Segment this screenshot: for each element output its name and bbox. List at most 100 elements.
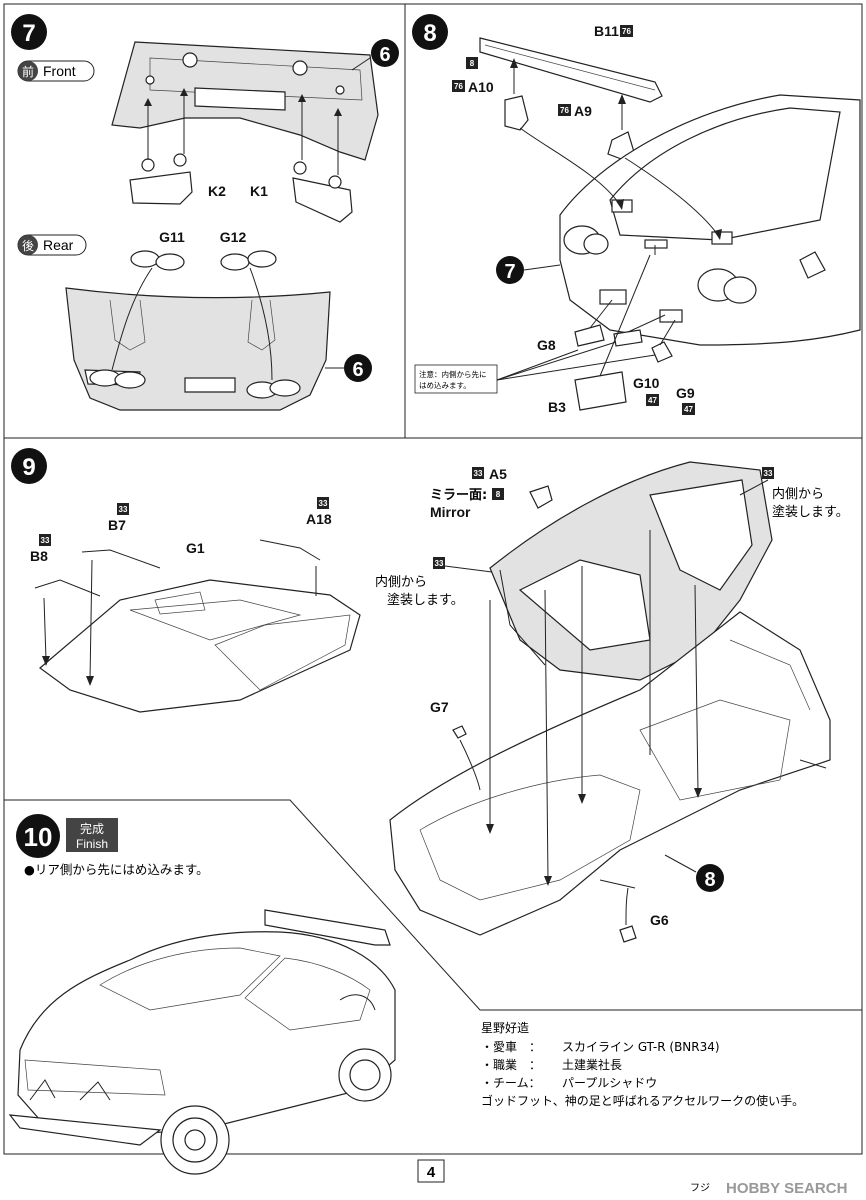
part-g6 [619,925,637,943]
profile-line4: ゴッドフット、神の足と呼ばれるアクセルワークの使い手。 [481,1093,804,1108]
step-7-number: 7 [22,20,35,47]
note-line-2: はめ込みます。 [419,381,471,390]
profile-line1-value: スカイライン GT-R (BNR34) [562,1040,720,1054]
car-rear-view [559,94,861,346]
page-border [3,3,863,1155]
finish-en: Finish [76,837,108,851]
part-lower-body-8 [389,611,831,936]
label-a9: A9 [574,103,592,119]
step-8-ref-7: 7 [504,261,515,283]
part-a5 [529,485,553,509]
label-g12: G12 [220,229,247,245]
svg-text:33: 33 [474,469,483,478]
part-a18 [259,539,321,561]
label-b7: B7 [108,517,126,533]
part-g9 [651,341,673,363]
page-number: 4 [427,1164,436,1181]
label-k1: K1 [250,183,268,199]
part-b8 [34,579,101,597]
interior-panel [489,461,773,681]
label-b3: B3 [548,399,566,415]
label-b8: B8 [30,548,48,564]
front-kanji: 前 [22,64,34,79]
svg-text:47: 47 [684,405,693,414]
svg-text:33: 33 [435,559,444,568]
label-b11: B11 [594,23,619,39]
part-g1-body-shell [39,579,361,713]
inner-left-line1: 内側から [375,574,427,590]
finish-badge [66,818,118,852]
step-10-number: 10 [24,822,53,852]
svg-text:33: 33 [764,469,773,478]
profile-line2-label: ・職業 ： [481,1058,541,1072]
part-a10 [504,95,529,131]
rear-label: Rear [43,237,74,253]
inner-right-line2: 塗装します。 [772,504,849,520]
profile-line3-value: パープルシャドウ [562,1076,657,1090]
divider-step10 [4,799,862,1011]
step-8: 8 B11 76 8 76 A10 76 A9 [412,14,861,415]
step-9-number: 9 [22,454,35,481]
color-b11-small: 8 [470,59,475,68]
finish-jp: 完成 [80,821,104,836]
svg-text:47: 47 [648,396,657,405]
inner-right-line1: 内側から [772,486,824,502]
part-k2 [129,153,193,205]
step-10: 10 完成 Finish ●リア側から先にはめ込みます。 [8,814,396,1175]
finish-instruction: ●リア側から先にはめ込みます。 [24,862,209,877]
profile-line2-value: 土建業社長 [562,1057,622,1072]
footer-left-text: フジ [690,1183,710,1194]
rear-tag: 後 Rear [17,234,87,256]
part-g8 [574,324,605,347]
label-a18: A18 [306,511,332,527]
trunk-lid-rear [65,287,331,411]
part-k1 [292,161,353,223]
svg-text:33: 33 [119,505,128,514]
color-b11: 76 [622,27,631,36]
watermark: HOBBY SEARCH [726,1180,847,1197]
step-8-number: 8 [423,20,436,47]
svg-text:76: 76 [560,106,569,115]
step-7-badge [11,14,47,50]
step-7: 7 前 Front 6 6 [11,14,399,411]
svg-text:8: 8 [496,490,501,499]
svg-text:33: 33 [41,536,50,545]
completed-car [8,909,396,1175]
character-profile: 星野好造 ・愛車 ： スカイライン GT-R (BNR34) ・職業 ： 土建業… [481,1021,804,1108]
part-b11-spoiler [479,37,663,103]
mirror-jp: ミラー面: [430,488,487,503]
profile-name: 星野好造 [481,1021,529,1035]
step-9-ref-8: 8 [704,869,715,891]
front-label: Front [43,63,76,79]
step-9: 9 33 B8 33 B7 33 A18 G1 33 A5 ミラー面: 8 Mi… [11,448,849,943]
rear-kanji: 後 [22,239,34,253]
front-tag: 前 Front [17,60,95,82]
label-a10: A10 [468,79,494,95]
step-8-note: 注意：内側から先に はめ込みます。 [414,364,498,394]
trunk-lid-front [111,41,379,161]
label-g1: G1 [186,540,205,556]
profile-line3-label: ・チーム： [481,1076,541,1090]
footer: 4 フジ HOBBY SEARCH [417,1159,847,1197]
label-g10: G10 [633,375,660,391]
part-g7 [452,725,467,739]
label-g8: G8 [537,337,556,353]
part-g12 [220,250,277,271]
part-b7 [81,549,161,569]
profile-line1-label: ・愛車 ： [481,1040,541,1054]
svg-text:6: 6 [379,44,390,66]
inner-left-line2: 塗装します。 [387,592,464,608]
label-a5: A5 [489,466,507,482]
label-g11: G11 [159,229,185,245]
step-7-ref-6-bottom: 6 [352,359,363,381]
svg-text:76: 76 [454,82,463,91]
label-g6: G6 [650,912,669,928]
note-line-1: 注意：内側から先に [419,369,487,379]
label-g9: G9 [676,385,695,401]
part-g11 [130,250,185,271]
svg-text:33: 33 [319,499,328,508]
label-g7: G7 [430,699,449,715]
label-k2: K2 [208,183,226,199]
part-b3 [574,371,627,411]
